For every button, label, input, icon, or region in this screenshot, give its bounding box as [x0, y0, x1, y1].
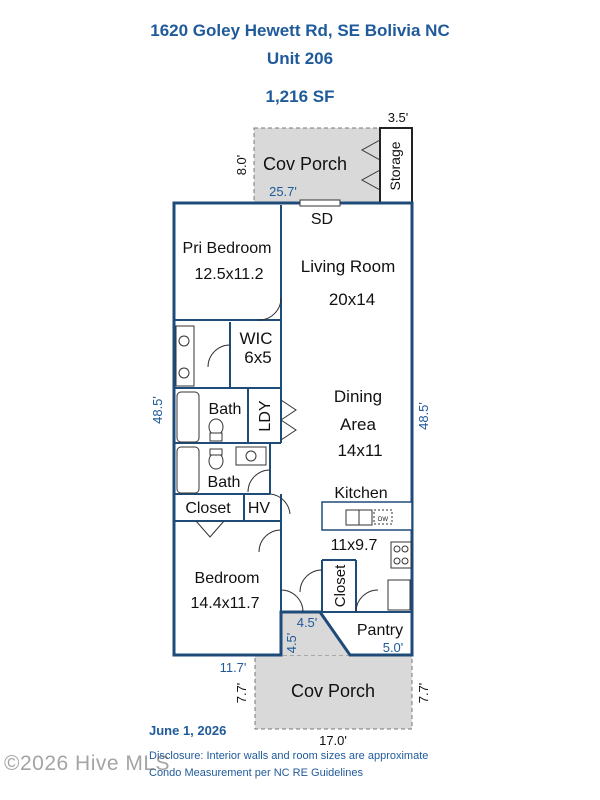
plan-date: June 1, 2026	[149, 723, 227, 738]
pri-bedroom-size: 12.5x11.2	[194, 266, 263, 283]
bottom-porch-label: Cov Porch	[291, 681, 375, 701]
pantry-width-dim: 5.0'	[383, 640, 404, 655]
left-length-dim: 48.5'	[150, 396, 165, 424]
pantry-label: Pantry	[357, 622, 403, 639]
bedroom-label: Bedroom	[195, 570, 260, 587]
bedroom-size: 14.4x11.7	[190, 595, 259, 612]
bottom-porch-area	[254, 654, 413, 730]
porch-depth-bottom-left-dim: 7.7'	[234, 683, 249, 704]
kitchen-counter	[321, 501, 413, 531]
bath-label-2: Bath	[208, 474, 241, 491]
bottom-left-width-dim: 11.7'	[220, 660, 247, 675]
living-room-label: Living Room	[301, 257, 396, 276]
refrigerator	[387, 579, 411, 611]
kitchen-label: Kitchen	[334, 485, 387, 502]
interior-walls	[174, 205, 412, 613]
vanity-sink-icon	[235, 446, 267, 466]
door-swings	[195, 139, 381, 613]
watermark: ©2026 Hive MLS	[4, 752, 171, 775]
address-title: 1620 Goley Hewett Rd, SE Bolivia NC	[150, 21, 450, 40]
bathtub-icon-2	[176, 446, 200, 494]
disclosure-text: Disclosure: Interior walls and room size…	[149, 750, 429, 762]
pri-bedroom-label: Pri Bedroom	[183, 240, 272, 257]
bathtub-icon	[176, 391, 200, 443]
notch-width-dim: 4.5'	[297, 615, 318, 630]
dishwasher-label: DW	[378, 517, 388, 523]
hvac-label: HV	[248, 500, 271, 517]
unit-title: Unit 206	[266, 49, 334, 68]
right-length-dim: 48.5'	[416, 402, 431, 430]
dining-area-label: Area	[340, 415, 376, 434]
bath-label-1: Bath	[209, 401, 242, 418]
dishwasher	[373, 509, 393, 525]
living-room-size: 20x14	[329, 290, 375, 309]
notch-depth-dim: 4.5'	[284, 633, 299, 654]
square-footage: 1,216 SF	[265, 87, 335, 106]
storage-width-dim: 3.5'	[388, 110, 409, 125]
porch-depth-top-dim: 8.0'	[234, 155, 249, 176]
double-vanity-icon	[175, 325, 195, 387]
sliding-door-label: SD	[311, 211, 333, 228]
top-porch-label: Cov Porch	[263, 154, 347, 174]
porch-width-top-dim: 25.7'	[269, 184, 297, 199]
wic-size: 6x5	[244, 348, 271, 367]
laundry-label: LDY	[257, 400, 274, 431]
closet-label-1: Closet	[185, 500, 231, 517]
kitchen-size: 11x9.7	[331, 537, 378, 554]
guidelines-text: Condo Measurement per NC RE Guidelines	[149, 767, 363, 779]
dining-label: Dining	[334, 387, 382, 406]
stove-icon	[390, 541, 412, 569]
dining-size: 14x11	[337, 441, 382, 460]
porch-depth-bottom-right-dim: 7.7'	[416, 683, 431, 704]
storage-label: Storage	[387, 141, 403, 190]
sliding-door	[299, 199, 341, 207]
wic-label: WIC	[239, 329, 272, 348]
porch-width-bottom-dim: 17.0'	[319, 733, 347, 748]
closet-label-2: Closet	[332, 564, 349, 607]
